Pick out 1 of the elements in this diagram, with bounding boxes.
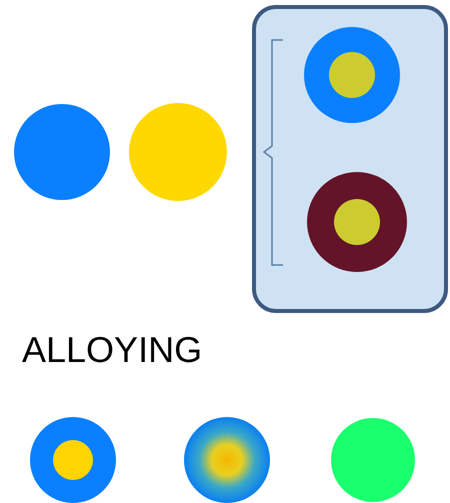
section-label: ALLOYING [22,328,202,372]
